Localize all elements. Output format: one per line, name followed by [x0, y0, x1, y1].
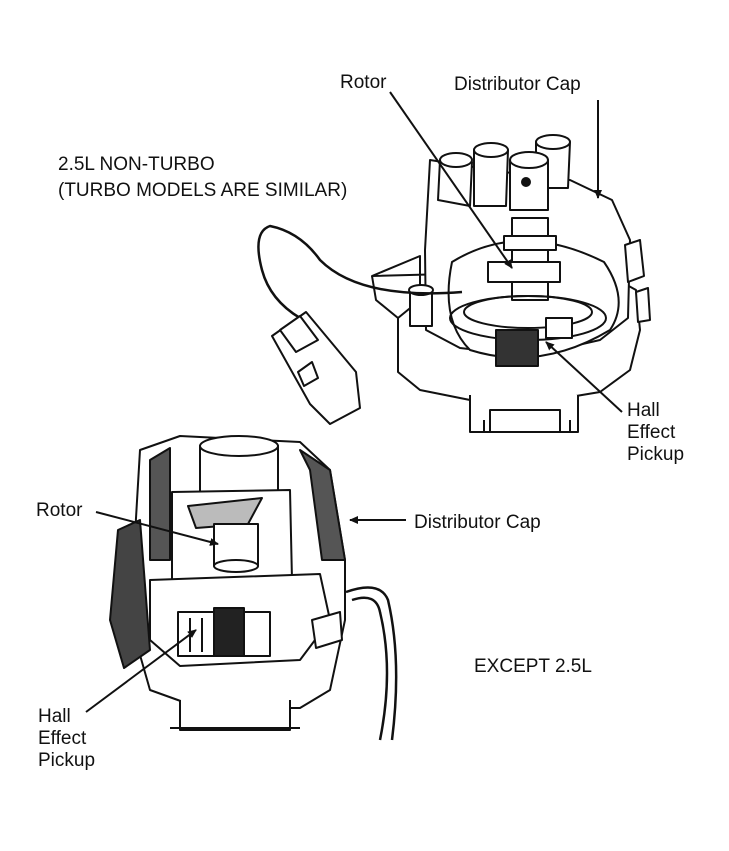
- bottom-pickup-label: Hall Effect Pickup: [38, 706, 95, 772]
- bottom-cap-label: Distributor Cap: [414, 512, 541, 533]
- bottom-pickup-line1: Hall: [38, 706, 71, 727]
- top-rotor-label: Rotor: [340, 72, 387, 93]
- bottom-pickup-leader: [85, 629, 197, 713]
- bottom-rotor-label: Rotor: [36, 500, 83, 521]
- top-pickup-line3: Pickup: [627, 444, 685, 465]
- top-pickup-line1: Hall: [627, 400, 660, 421]
- top-cap-label: Distributor Cap: [454, 74, 581, 95]
- bottom-caption: EXCEPT 2.5L: [474, 656, 592, 677]
- bottom-pickup-line2: Effect: [38, 728, 87, 749]
- top-caption-line1: 2.5L NON-TURBO: [58, 154, 215, 175]
- top-pickup-label: Hall Effect Pickup: [627, 400, 684, 466]
- top-pickup-line2: Effect: [627, 422, 676, 443]
- bottom-pickup-line3: Pickup: [38, 750, 96, 771]
- bottom-distributor-illustration: [109, 435, 398, 741]
- top-distributor-illustration: [257, 134, 651, 433]
- top-pickup-leader: [545, 341, 623, 413]
- top-rotor-leader: [389, 91, 513, 269]
- top-caption-line2: (TURBO MODELS ARE SIMILAR): [58, 180, 348, 201]
- bottom-rotor-leader: [95, 511, 219, 546]
